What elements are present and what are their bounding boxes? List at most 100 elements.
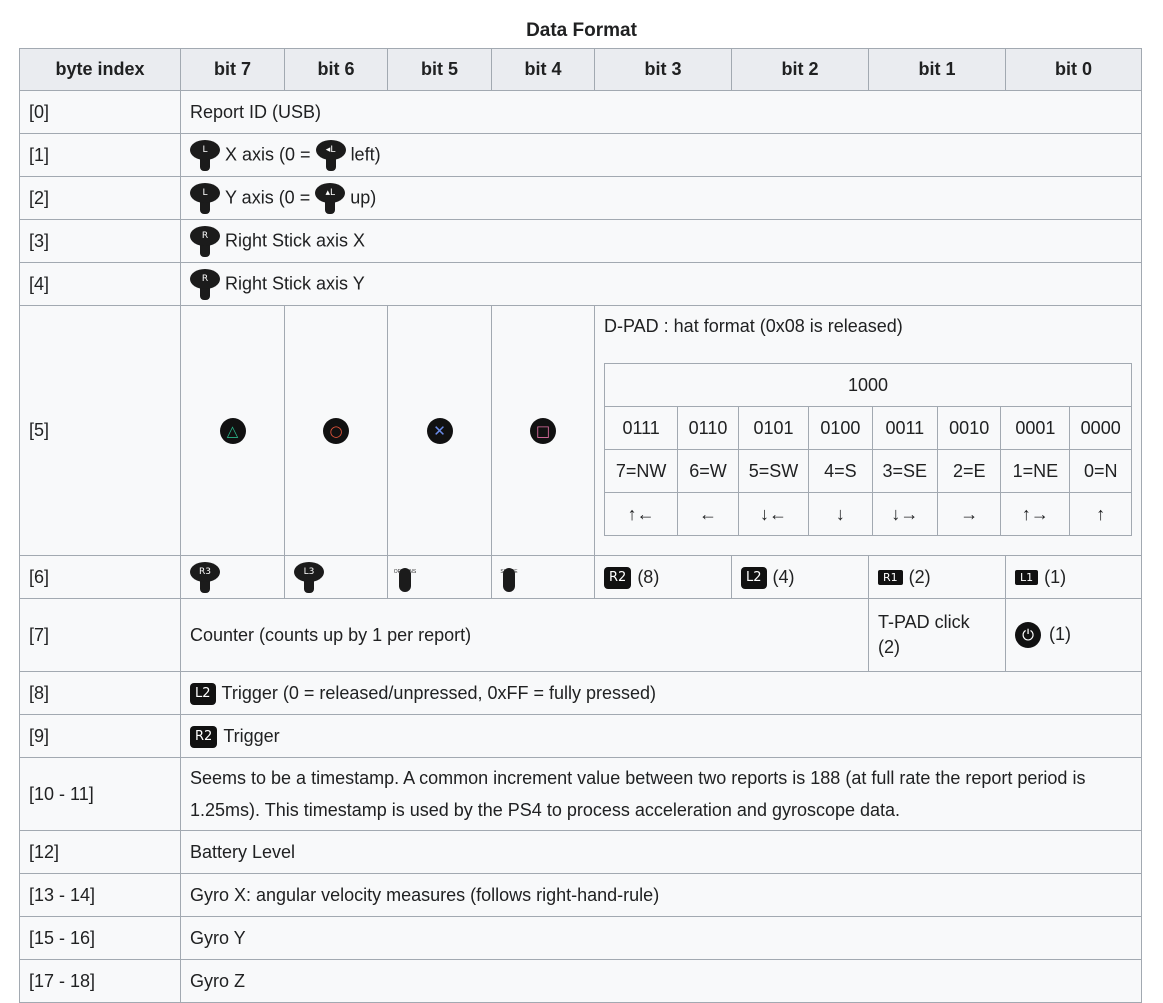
dpad-code: 0110 — [677, 406, 739, 450]
bit6-cell: L3 — [284, 555, 388, 599]
header-byte-index: byte index — [19, 48, 181, 91]
table-row: [17 - 18] Gyro Z — [19, 959, 1142, 1003]
dpad-arrow: ↓ — [808, 492, 873, 536]
table-row: [15 - 16] Gyro Y — [19, 916, 1142, 960]
left-stick-left-icon: ◂L — [315, 139, 346, 171]
dpad-arrow: ↓← — [737, 492, 810, 536]
share-button-icon: SHARE — [500, 562, 518, 592]
counter-description: Counter (counts up by 1 per report) — [180, 598, 869, 672]
byte-index: [6] — [19, 555, 181, 599]
bit1-cell: R1 (2) — [868, 555, 1006, 599]
dpad-cell: D-PAD : hat format (0x08 is released) 10… — [594, 305, 1142, 556]
right-stick-icon: R — [190, 225, 220, 257]
byte-index: [17 - 18] — [19, 959, 181, 1003]
r1-button-icon: R1 — [878, 570, 903, 586]
dpad-code: 0100 — [808, 406, 873, 450]
dpad-direction: 7=NW — [603, 449, 679, 493]
l2-bit-value: (4) — [772, 566, 795, 587]
y-axis-up-text: up) — [350, 186, 377, 207]
dpad-arrow: ↑ — [1069, 492, 1132, 536]
r1-bit-value: (2) — [908, 566, 931, 587]
table-row: [6] R3 L3 OPTIONS SHARE R2(8) L2(4) R1 (2… — [19, 555, 1142, 599]
dpad-code: 0000 — [1069, 406, 1132, 450]
dpad-arrow: → — [937, 492, 1002, 536]
x-axis-text: X axis (0 = — [225, 143, 311, 164]
header-bit-5: bit 5 — [387, 48, 492, 91]
dpad-direction: 2=E — [937, 449, 1002, 493]
cross-button-icon: ✕ — [426, 417, 453, 444]
l3-stick-icon: L3 — [294, 561, 324, 593]
l2-button-icon: L2 — [190, 682, 216, 705]
options-button-icon: OPTIONS — [394, 562, 416, 592]
dpad-arrow: ↑→ — [1000, 492, 1071, 536]
dpad-code: 0101 — [737, 406, 810, 450]
table-row: [0] Report ID (USB) — [19, 90, 1142, 134]
square-button-icon: □ — [530, 417, 556, 444]
bit2-cell: L2(4) — [731, 555, 869, 599]
l2-trigger-text: Trigger (0 = released/unpressed, 0xFF = … — [221, 682, 657, 703]
byte-index: [7] — [19, 598, 181, 672]
table-row: [5] △ ○ ✕ □ D-PAD : hat format (0x08 is … — [19, 305, 1142, 556]
bit4-cell: SHARE — [491, 555, 595, 599]
byte-index: [13 - 14] — [19, 873, 181, 917]
byte-index: [2] — [19, 176, 181, 220]
header-bit-7: bit 7 — [180, 48, 285, 91]
ps-bit-value: (1) — [1049, 623, 1071, 644]
header-bit-2: bit 2 — [731, 48, 869, 91]
data-format-table: byte index bit 7 bit 6 bit 5 bit 4 bit 3… — [19, 48, 1142, 1003]
row-description: Gyro Y — [180, 916, 1142, 960]
header-bit-6: bit 6 — [284, 48, 388, 91]
tpad-click-cell: T-PAD click (2) — [868, 598, 1006, 672]
dpad-released-code: 1000 — [604, 363, 1132, 407]
dpad-direction: 0=N — [1069, 449, 1132, 493]
header-bit-1: bit 1 — [868, 48, 1006, 91]
bit4-cell: □ — [491, 305, 595, 556]
dpad-direction: 5=SW — [737, 449, 810, 493]
byte-index: [12] — [19, 830, 181, 874]
dpad-direction: 1=NE — [1000, 449, 1071, 493]
bit7-cell: R3 — [180, 555, 285, 599]
row-description: Seems to be a timestamp. A common increm… — [180, 757, 1142, 831]
byte-index: [15 - 16] — [19, 916, 181, 960]
dpad-code: 0010 — [937, 406, 1002, 450]
ps-button-cell: ⏻ (1) — [1005, 598, 1142, 672]
r2-trigger-text: Trigger — [223, 725, 280, 746]
right-stick-icon: R — [190, 268, 220, 300]
byte-index: [5] — [19, 305, 181, 556]
r2-button-icon: R2 — [190, 725, 218, 748]
r3-stick-icon: R3 — [190, 561, 220, 593]
r2-button-icon: R2 — [604, 566, 632, 589]
row-description: Gyro Z — [180, 959, 1142, 1003]
dpad-arrow: ↓→ — [871, 492, 939, 536]
header-bit-4: bit 4 — [491, 48, 595, 91]
table-row: [13 - 14] Gyro X: angular velocity measu… — [19, 873, 1142, 917]
row-description: Battery Level — [180, 830, 1142, 874]
header-bit-0: bit 0 — [1005, 48, 1142, 91]
row-description: Report ID (USB) — [180, 90, 1142, 134]
r2-bit-value: (8) — [637, 566, 660, 587]
left-stick-up-icon: ▴L — [315, 182, 346, 214]
bit5-cell: ✕ — [387, 305, 492, 556]
dpad-title: D-PAD : hat format (0x08 is released) — [604, 316, 903, 336]
byte-index: [4] — [19, 262, 181, 306]
byte-index: [3] — [19, 219, 181, 263]
triangle-button-icon: △ — [219, 417, 246, 444]
circle-button-icon: ○ — [323, 417, 349, 444]
ps-button-icon: ⏻ — [1015, 622, 1041, 649]
dpad-direction: 4=S — [808, 449, 873, 493]
byte-index: [1] — [19, 133, 181, 177]
left-stick-icon: L — [190, 182, 220, 214]
byte-index: [0] — [19, 90, 181, 134]
dpad-table: 1000 0111 0110 0101 0100 0011 0010 0001 … — [603, 363, 1132, 536]
table-row: [7] Counter (counts up by 1 per report) … — [19, 598, 1142, 672]
dpad-code: 0011 — [871, 406, 939, 450]
